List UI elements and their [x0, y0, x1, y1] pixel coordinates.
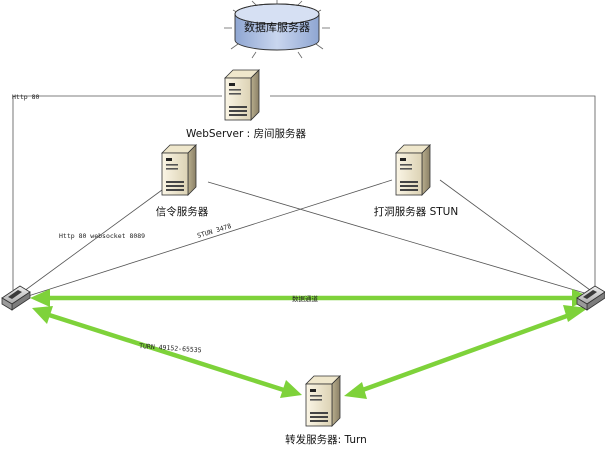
turn-node: 转发服务器: Turn	[285, 375, 367, 446]
database-server: 数据库服务器	[224, 0, 330, 59]
client-right-to-stun-line	[439, 179, 591, 291]
server-tower-icon	[305, 375, 341, 427]
webserver-label: WebServer : 房间服务器	[186, 127, 307, 140]
turn-left-link	[45, 311, 291, 395]
turn-right-link	[356, 310, 576, 395]
edge-label-stun-port: STUN 3478	[196, 222, 232, 240]
client-right-to-signal-line	[207, 181, 589, 295]
client-left-to-signal-line	[19, 189, 163, 295]
edge-label-http80-top: Http 80	[12, 93, 39, 101]
server-tower-icon	[161, 144, 197, 196]
webserver-node: WebServer : 房间服务器	[186, 69, 307, 140]
client-terminal-icon	[1, 285, 31, 311]
stun-label: 打洞服务器 STUN	[374, 205, 458, 218]
arrow-right-turn-server	[344, 382, 367, 399]
arrow-left-turn-client	[32, 306, 53, 324]
server-tower-icon	[395, 144, 431, 196]
arrow-left-data-channel	[30, 289, 50, 307]
stun-node: 打洞服务器 STUN	[374, 144, 458, 218]
signal-node: 信令服务器	[156, 144, 209, 218]
signal-label: 信令服务器	[156, 205, 209, 218]
arrow-left-turn-server	[280, 380, 302, 398]
green-links	[30, 289, 592, 399]
edge-label-http-websocket: Http 80 websocket 8089	[59, 232, 145, 240]
webserver-right-line	[270, 95, 596, 290]
http80-top-line	[12, 95, 222, 290]
client-terminal-icon	[576, 285, 605, 311]
database-cylinder-icon	[234, 3, 320, 51]
client-left-to-stun-line	[24, 179, 393, 298]
thin-connectors	[12, 95, 596, 298]
server-tower-icon	[224, 69, 260, 121]
turn-label: 转发服务器: Turn	[285, 433, 367, 446]
database-label: 数据库服务器	[244, 20, 310, 34]
arrow-right-turn-client	[563, 305, 588, 322]
edge-label-data-channel: 数据通道	[292, 294, 319, 303]
